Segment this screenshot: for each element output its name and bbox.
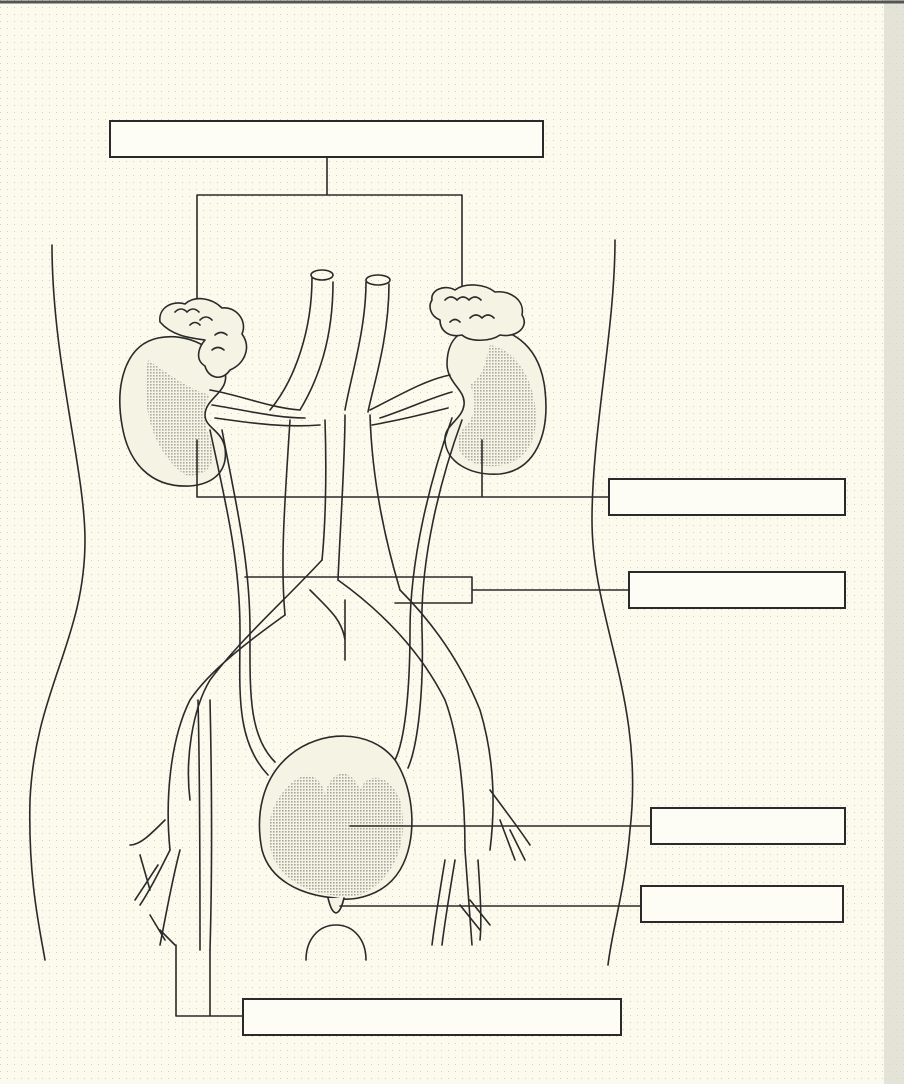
label-box-bladder[interactable] [650, 807, 846, 845]
label-box-kidney[interactable] [608, 478, 846, 516]
label-box-bottom[interactable] [242, 998, 622, 1036]
label-box-vessel[interactable] [628, 571, 846, 609]
label-box-urethra[interactable] [640, 885, 844, 923]
label-box-top[interactable] [109, 120, 544, 158]
page-edge-shadow [884, 0, 904, 1084]
bladder-shading [269, 774, 403, 896]
right-adrenal-gland [430, 285, 524, 340]
